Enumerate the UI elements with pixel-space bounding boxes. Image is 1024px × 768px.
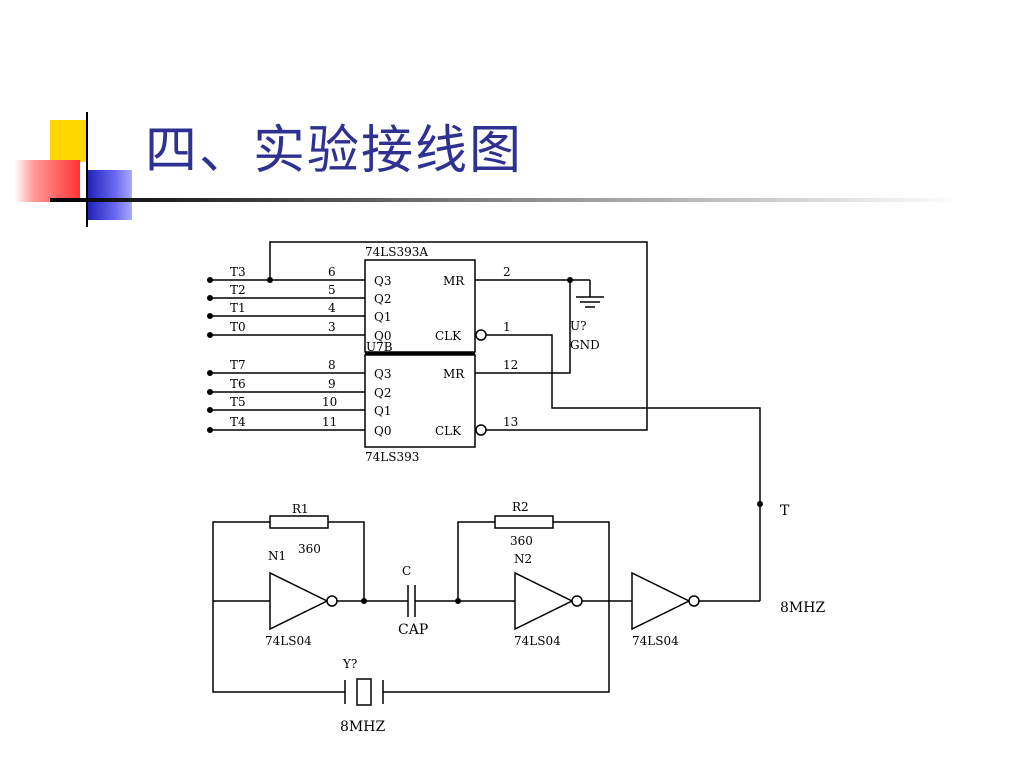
- pin-name: Q1: [374, 310, 391, 324]
- lower-clk-pin: 13: [503, 415, 518, 429]
- lower-counter-chip: [364, 354, 476, 448]
- upper-clk-label: CLK: [435, 329, 462, 343]
- pin-number: 6: [328, 265, 336, 279]
- pin-number: 5: [328, 283, 336, 297]
- net-label: T2: [230, 283, 246, 297]
- pin-number: 8: [328, 358, 336, 372]
- crystal-name: Y?: [342, 657, 357, 671]
- n1-name: N1: [268, 549, 286, 563]
- net-label: T0: [230, 320, 246, 334]
- pin-name: Q0: [374, 424, 391, 438]
- lower-mr-label: MR: [443, 367, 465, 381]
- decor-yellow-square: [50, 120, 88, 162]
- title-underline: [50, 198, 960, 202]
- t-label: T: [780, 503, 790, 519]
- upper-chip-name: 74LS393A: [365, 245, 428, 259]
- pin-number: 4: [328, 301, 336, 315]
- upper-mr-label: MR: [443, 274, 465, 288]
- net-label: T6: [230, 377, 246, 391]
- lower-chip-tag: U7B: [366, 340, 393, 354]
- gate3-part: 74LS04: [632, 634, 679, 648]
- r1-value: 360: [298, 542, 321, 556]
- lower-mr-pin: 12: [503, 358, 518, 372]
- net-label: T5: [230, 395, 246, 409]
- r1-name: R1: [292, 502, 309, 516]
- net-label: T7: [230, 358, 246, 372]
- pin-name: Q2: [374, 292, 391, 306]
- net-label: T4: [230, 415, 246, 429]
- pin-name: Q0: [374, 329, 391, 343]
- decor-red-square: [14, 160, 80, 202]
- net-label: T1: [230, 301, 246, 315]
- pin-name: Q1: [374, 404, 391, 418]
- pin-name: Q3: [374, 367, 391, 381]
- freq-label: 8MHZ: [780, 600, 825, 616]
- gate2-part: 74LS04: [514, 634, 561, 648]
- pin-number: 11: [322, 415, 337, 429]
- pin-number: 3: [328, 320, 336, 334]
- decor-blue-square: [88, 170, 132, 220]
- net-label: T3: [230, 265, 246, 279]
- pin-name: Q2: [374, 386, 391, 400]
- r2-name: R2: [512, 500, 529, 514]
- r2-value: 360: [510, 534, 533, 548]
- lower-clk-label: CLK: [435, 424, 462, 438]
- pin-number: 9: [328, 377, 336, 391]
- ground-ref: U?: [570, 319, 587, 333]
- cap-name: C: [402, 564, 411, 578]
- pin-name: Q3: [374, 274, 391, 288]
- lower-chip-name: 74LS393: [365, 450, 419, 464]
- upper-mr-pin: 2: [503, 265, 511, 279]
- cap-value: CAP: [398, 622, 428, 638]
- ground-label: GND: [570, 338, 600, 352]
- decor-vertical-line: [86, 112, 88, 227]
- upper-clk-pin: 1: [503, 320, 511, 334]
- crystal-value: 8MHZ: [340, 719, 385, 735]
- page-title: 四、实验接线图: [145, 121, 524, 181]
- pin-number: 10: [322, 395, 337, 409]
- gate1-part: 74LS04: [265, 634, 312, 648]
- n2-name: N2: [514, 552, 532, 566]
